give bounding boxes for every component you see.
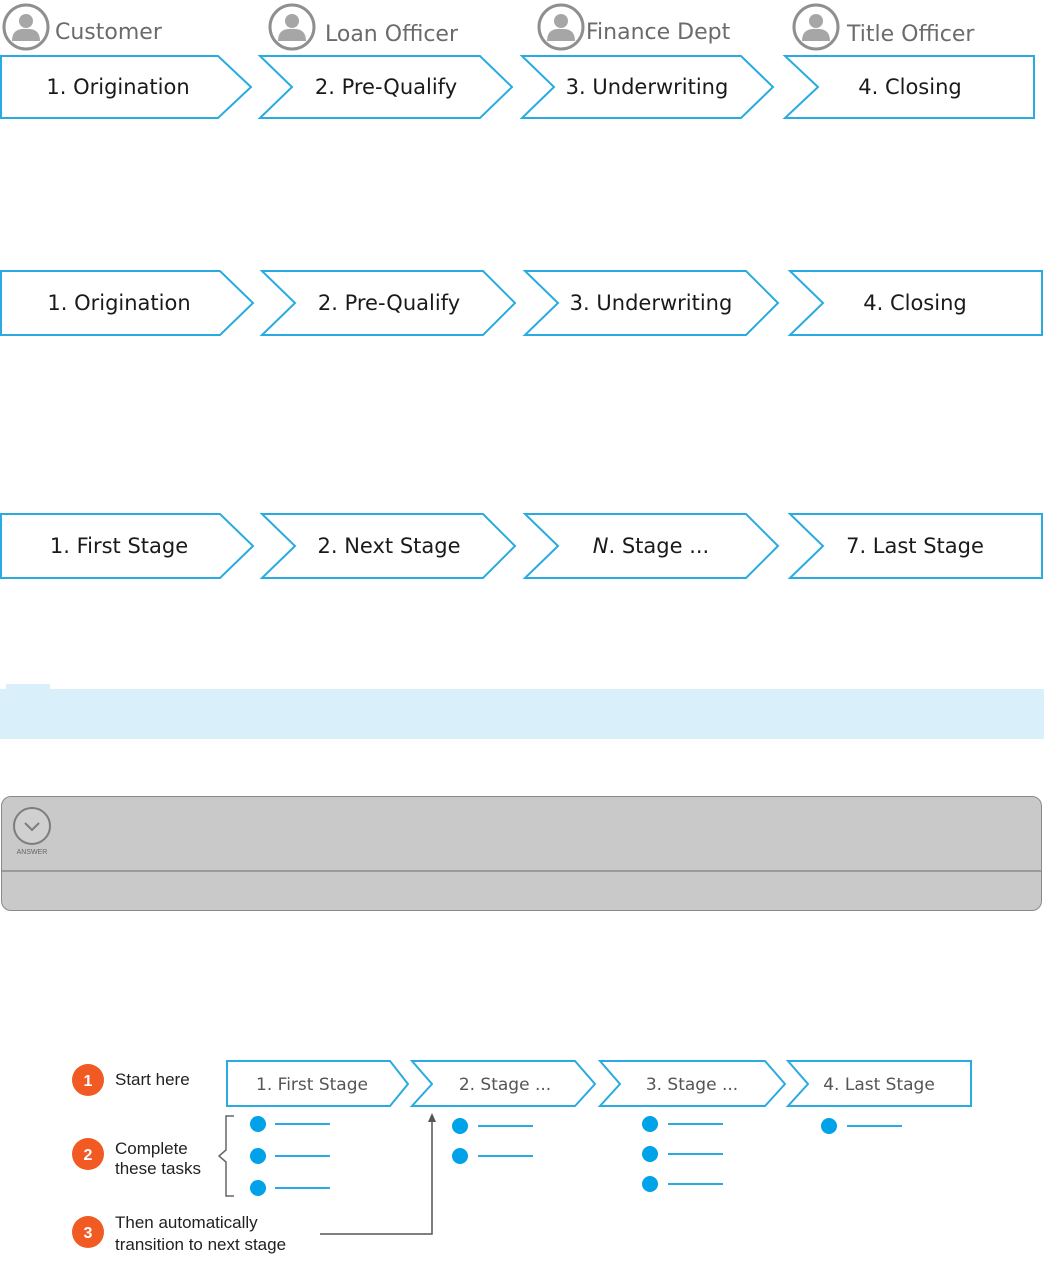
task-list-stage-2 xyxy=(452,1118,533,1164)
workflow-stages: 1. First Stage 2. Stage ... 3. Stage ...… xyxy=(226,1060,972,1107)
workflow-tasks xyxy=(250,1116,902,1196)
list-item xyxy=(642,1176,723,1192)
workflow-stage-first[interactable]: 1. First Stage xyxy=(226,1060,410,1107)
stage-row-3: 1. First Stage 2. Next Stage N. Stage ..… xyxy=(0,513,1043,579)
role-customer: Customer xyxy=(2,3,163,51)
list-item xyxy=(250,1180,330,1196)
note-text: Start here xyxy=(115,1070,190,1089)
stage-prefix: N xyxy=(593,534,609,558)
workflow-stage-3[interactable]: 3. Stage ... xyxy=(597,1060,787,1107)
stage-origination[interactable]: 1. Origination xyxy=(0,55,253,119)
step-badge xyxy=(72,1064,104,1096)
stage-name: First Stage xyxy=(77,534,189,558)
stage-label: 1. First Stage xyxy=(50,534,188,558)
note-start-here: 1 Start here xyxy=(72,1064,190,1096)
stage-label: 4. Closing xyxy=(863,291,966,315)
task-list-stage-1 xyxy=(250,1116,330,1196)
stage-pre-qualify[interactable]: 2. Pre-Qualify xyxy=(259,270,517,336)
stage-name: Next Stage xyxy=(344,534,460,558)
stage-label: N. Stage ... xyxy=(593,534,709,558)
answer-panel[interactable] xyxy=(1,796,1042,911)
role-label: Finance Dept xyxy=(586,20,731,45)
step-badge xyxy=(72,1138,104,1170)
stage-n[interactable]: N. Stage ... xyxy=(522,513,780,579)
task-list-stage-3 xyxy=(642,1116,723,1192)
stage-label: 4. Last Stage xyxy=(823,1075,935,1095)
stage-label: 4. Closing xyxy=(858,75,961,99)
user-icon xyxy=(792,3,840,51)
stage-origination[interactable]: 1. Origination xyxy=(0,270,255,336)
stage-label: 3. Stage ... xyxy=(646,1075,738,1095)
stage-next[interactable]: 2. Next Stage xyxy=(259,513,517,579)
role-label: Customer xyxy=(55,20,163,45)
step-badge xyxy=(72,1216,104,1248)
stage-underwriting[interactable]: 3. Underwriting xyxy=(519,55,775,119)
role-label: Title Officer xyxy=(846,22,975,47)
stage-label: 1. First Stage xyxy=(256,1075,368,1095)
stage-row-2: 1. Origination 2. Pre-Qualify 3. Underwr… xyxy=(0,270,1043,336)
stage-prefix: 2. xyxy=(318,534,345,558)
note-text: Then automatically xyxy=(115,1213,258,1232)
info-bar xyxy=(0,689,1044,739)
role-loan-officer: Loan Officer xyxy=(268,3,459,51)
stage-label: 2. Pre-Qualify xyxy=(318,291,460,315)
stage-row-1: 1. Origination 2. Pre-Qualify 3. Underwr… xyxy=(0,55,1035,119)
note-text: transition to next stage xyxy=(115,1235,286,1254)
stage-underwriting[interactable]: 3. Underwriting xyxy=(522,270,780,336)
stage-label: 2. Stage ... xyxy=(459,1075,551,1095)
role-title-officer: Title Officer xyxy=(792,3,975,51)
stage-closing[interactable]: 4. Closing xyxy=(782,55,1035,119)
list-item xyxy=(250,1148,330,1164)
step-number: 1 xyxy=(84,1073,93,1090)
user-icon xyxy=(537,3,585,51)
tasks-bracket xyxy=(217,1115,234,1197)
user-icon xyxy=(268,3,316,51)
stage-label: 2. Next Stage xyxy=(318,534,461,558)
transition-arrow xyxy=(320,1113,436,1235)
stage-pre-qualify[interactable]: 2. Pre-Qualify xyxy=(257,55,514,119)
role-finance-dept: Finance Dept xyxy=(537,3,731,51)
user-icon xyxy=(2,3,50,51)
stage-prefix: 1. xyxy=(50,534,77,558)
list-item xyxy=(452,1118,533,1134)
step-number: 3 xyxy=(84,1225,93,1242)
list-item xyxy=(250,1116,330,1132)
answer-label: ANSWER xyxy=(17,849,48,856)
list-item xyxy=(642,1146,723,1162)
stage-label: 3. Underwriting xyxy=(570,291,733,315)
workflow-stage-last[interactable]: 4. Last Stage xyxy=(785,1060,972,1107)
stage-prefix: 7. xyxy=(846,534,873,558)
note-text: Complete xyxy=(115,1139,188,1158)
stage-label: 1. Origination xyxy=(47,291,190,315)
stage-label: 7. Last Stage xyxy=(846,534,984,558)
list-item xyxy=(821,1118,902,1134)
info-bar-tab xyxy=(6,684,50,690)
stage-last[interactable]: 7. Last Stage xyxy=(787,513,1043,579)
stage-closing[interactable]: 4. Closing xyxy=(787,270,1043,336)
stage-name: Last Stage xyxy=(873,534,984,558)
list-item xyxy=(642,1116,723,1132)
answer-divider xyxy=(2,870,1041,872)
stage-label: 3. Underwriting xyxy=(566,75,729,99)
note-text: these tasks xyxy=(115,1159,201,1178)
stage-label: 1. Origination xyxy=(46,75,189,99)
task-list-stage-4 xyxy=(821,1118,902,1134)
note-auto-transition: 3 Then automatically transition to next … xyxy=(72,1213,286,1254)
answer-toggle[interactable]: ANSWER xyxy=(13,807,51,856)
stage-name: . Stage ... xyxy=(608,534,709,558)
chevron-down-icon[interactable] xyxy=(13,807,51,845)
list-item xyxy=(452,1148,533,1164)
role-label: Loan Officer xyxy=(325,22,459,47)
stage-label: 2. Pre-Qualify xyxy=(315,75,457,99)
workflow-stage-2[interactable]: 2. Stage ... xyxy=(409,1060,597,1107)
step-number: 2 xyxy=(84,1147,93,1164)
note-complete-tasks: 2 Complete these tasks xyxy=(72,1138,201,1178)
stage-first[interactable]: 1. First Stage xyxy=(0,513,255,579)
